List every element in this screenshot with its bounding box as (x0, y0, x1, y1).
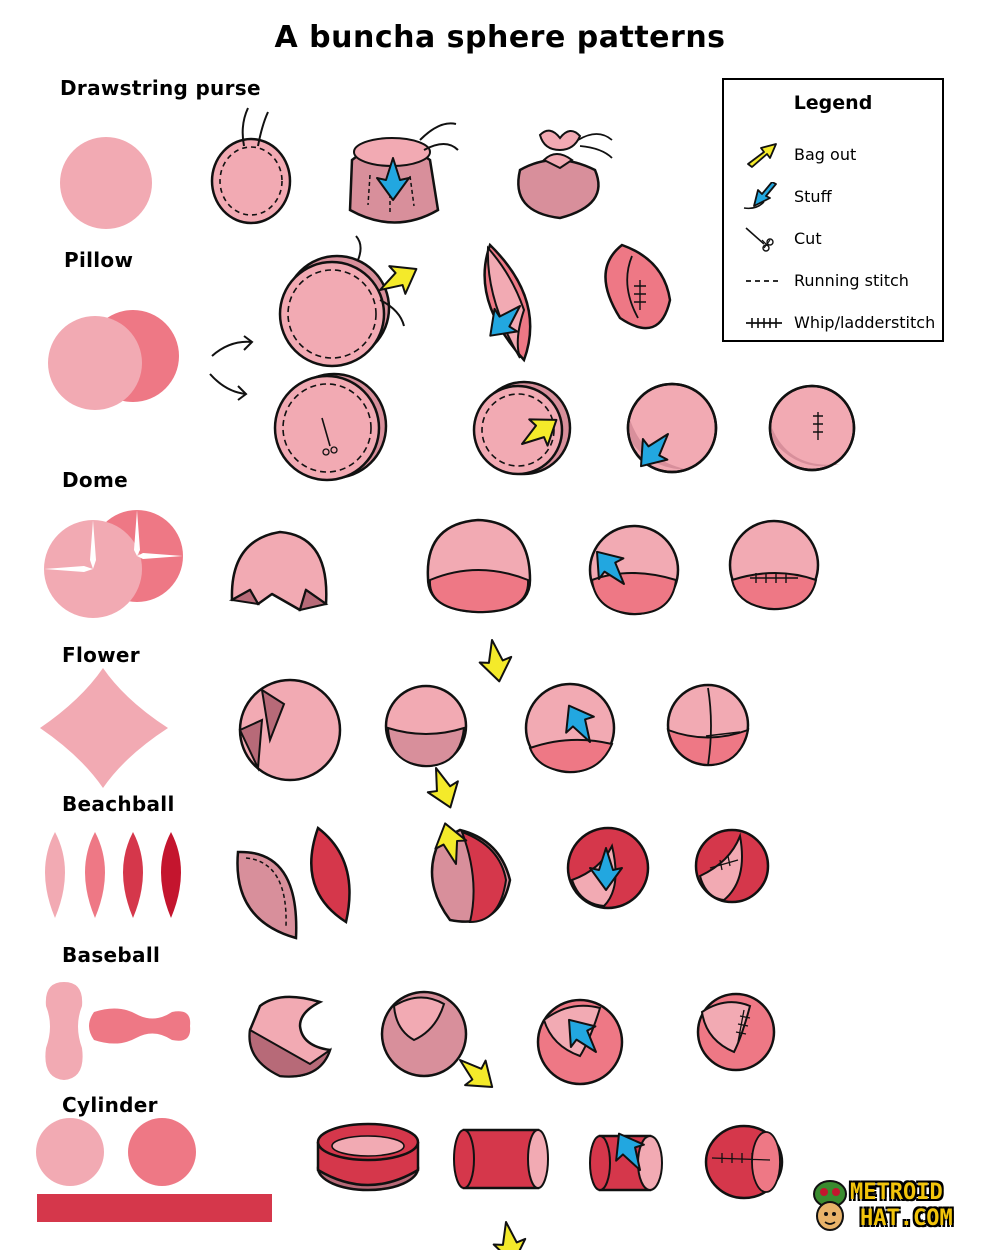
flower-pattern-shape (40, 668, 168, 788)
drawstring-step-1 (210, 107, 292, 225)
legend-item-cut: Cut (742, 224, 942, 254)
metroid-hat-mascot-icon (813, 1180, 847, 1231)
dome-step-4 (728, 519, 820, 611)
whip-ladderstitch-icon (746, 318, 782, 328)
cylinder-pattern-pieces (36, 1118, 272, 1222)
stuff-arrow-icon (743, 182, 777, 210)
flower-step-4 (666, 683, 750, 767)
legend-label-whip-stitch: Whip/ladderstitch (794, 313, 936, 332)
dome-step-1 (228, 530, 329, 612)
section-label-baseball: Baseball (62, 943, 161, 967)
section-label-flower: Flower (62, 643, 140, 667)
legend-label-stuff: Stuff (794, 187, 832, 206)
flower-step-3 (524, 682, 616, 774)
dome-step-2 (426, 518, 532, 686)
beachball-step-4 (694, 828, 770, 904)
beachball-pattern-panels (45, 832, 181, 918)
running-stitch-icon (746, 280, 782, 282)
legend-label-bag-out: Bag out (794, 145, 857, 164)
legend-item-stuff: Stuff (742, 182, 942, 212)
metroid-hat-logo: METROID HAT.COM (808, 1178, 983, 1238)
cylinder-step-2 (453, 1128, 549, 1250)
drawstring-step-2 (348, 122, 459, 224)
beachball-step-1 (236, 825, 351, 940)
legend-item-running-stitch: Running stitch (742, 266, 942, 296)
baseball-step-2 (380, 990, 504, 1101)
page-title: A buncha sphere patterns (274, 20, 726, 55)
beachball-step-3 (566, 826, 650, 910)
dome-pattern-shapes (44, 510, 183, 618)
flower-step-1 (238, 678, 342, 782)
section-label-beachball: Beachball (62, 792, 175, 816)
pillow-step-6 (626, 382, 718, 478)
flower-step-2 (384, 684, 468, 814)
dome-step-3 (583, 524, 680, 616)
scissors-cut-icon (745, 227, 774, 252)
pillow-step-3 (604, 243, 672, 330)
pillow-step-1 (278, 235, 426, 368)
legend-label-cut: Cut (794, 229, 822, 248)
cylinder-step-1 (316, 1122, 420, 1192)
pillow-curved-arrows (209, 335, 254, 401)
pillow-step-2 (477, 242, 533, 363)
legend-item-whip-stitch: Whip/ladderstitch (742, 308, 942, 338)
pillow-step-4 (273, 372, 388, 482)
bag-out-arrow-icon (747, 143, 777, 168)
pillow-step-7 (768, 384, 856, 472)
baseball-step-1 (248, 995, 332, 1078)
cylinder-step-3 (589, 1124, 663, 1192)
drawstring-step-3 (517, 129, 613, 220)
legend-title: Legend (793, 92, 873, 114)
baseball-step-4 (696, 992, 776, 1072)
pillow-step-5 (472, 380, 572, 476)
logo-text-line-2: HAT.COM (860, 1206, 953, 1231)
cylinder-step-4 (704, 1124, 784, 1200)
section-label-dome: Dome (62, 468, 128, 492)
baseball-pattern-pieces (45, 982, 191, 1080)
legend-item-bag-out: Bag out (742, 140, 942, 170)
beachball-step-2 (428, 818, 512, 924)
section-label-cylinder: Cylinder (62, 1093, 158, 1117)
pillow-pattern-circles (48, 310, 179, 410)
section-label-drawstring: Drawstring purse (60, 76, 261, 100)
logo-text-line-1: METROID (850, 1180, 943, 1205)
drawstring-pattern-circle (60, 137, 152, 229)
legend-label-running-stitch: Running stitch (794, 271, 909, 290)
baseball-step-3 (536, 998, 624, 1086)
section-label-pillow: Pillow (64, 248, 134, 272)
legend-box: Legend Bag out Stuff Cut Running stitch (722, 78, 944, 342)
